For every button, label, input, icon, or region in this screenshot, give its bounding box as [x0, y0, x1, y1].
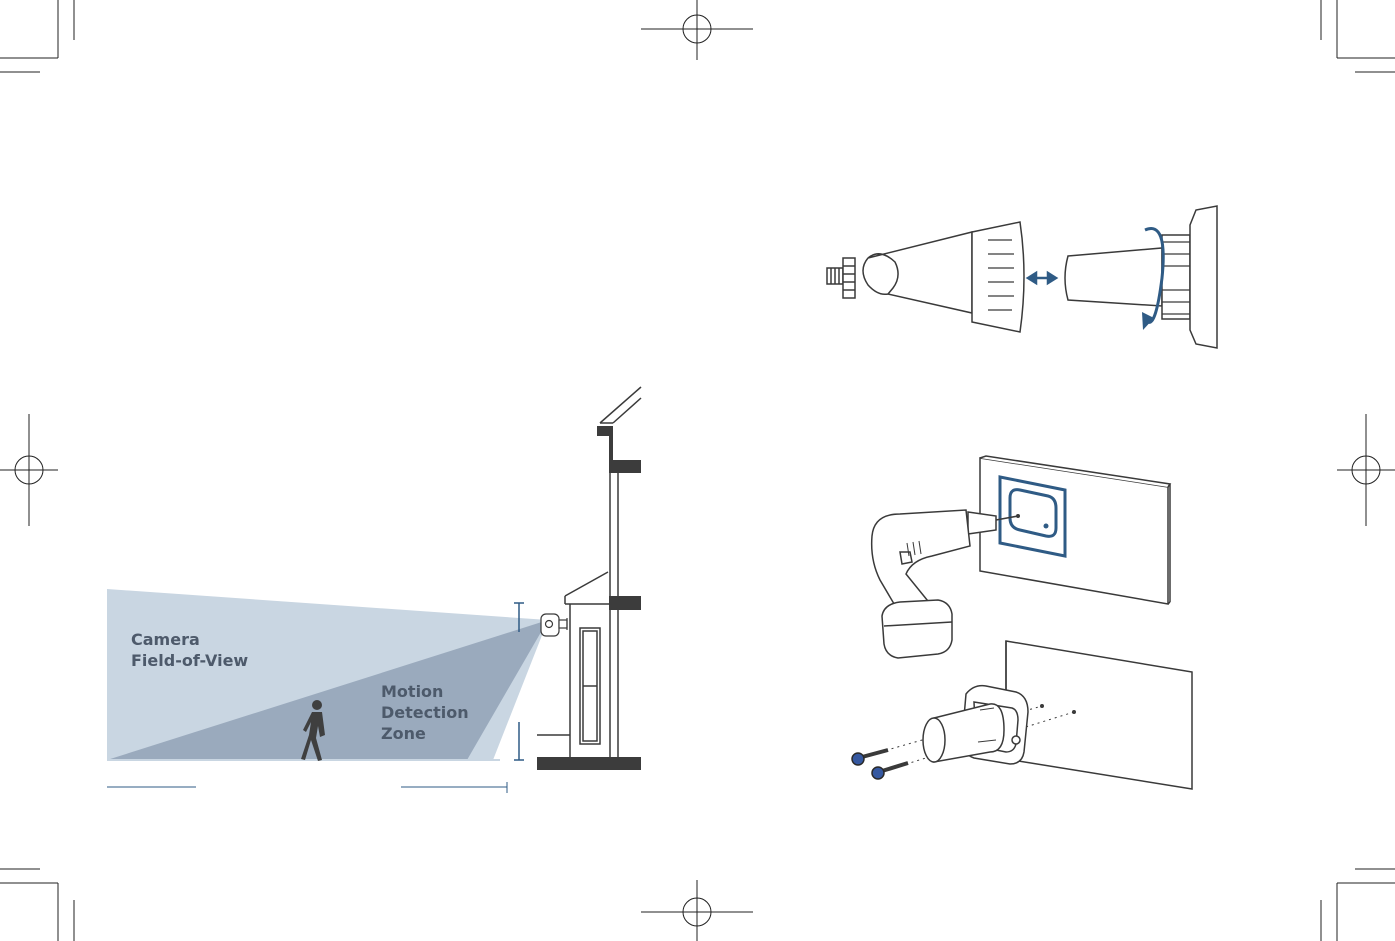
- house-illustration: [537, 387, 641, 770]
- bidirectional-arrow-icon: [1028, 273, 1056, 283]
- motion-zone-label-line1: Motion: [381, 681, 469, 702]
- crop-mark-icon: [1321, 0, 1395, 72]
- mount-arm: [868, 232, 972, 313]
- field-of-view-label-line1: Camera: [131, 629, 248, 650]
- wall-panel: [1006, 641, 1192, 789]
- wall-mount-base: [1065, 248, 1162, 306]
- drilling-diagram: [872, 456, 1170, 658]
- camera-coverage-diagram: [107, 387, 641, 793]
- motion-detection-zone-label: Motion Detection Zone: [381, 681, 469, 744]
- mount-installation-diagram: [852, 641, 1192, 789]
- registration-mark-icon: [641, 0, 753, 60]
- field-of-view-label-line2: Field-of-View: [131, 650, 248, 671]
- distance-indicator: [107, 782, 507, 793]
- registration-mark-icon: [0, 414, 58, 526]
- screw-icon: [852, 750, 888, 765]
- screw-stud: [827, 258, 855, 298]
- crop-mark-icon: [0, 869, 74, 941]
- crop-mark-icon: [1321, 869, 1395, 941]
- camera-icon: [541, 614, 567, 636]
- registration-mark-icon: [641, 880, 753, 941]
- mount-assembly-diagram: [827, 206, 1217, 348]
- crop-mark-icon: [0, 0, 74, 72]
- registration-mark-icon: [1337, 414, 1395, 526]
- motion-zone-label-line3: Zone: [381, 723, 469, 744]
- mount-collar: [972, 222, 1024, 332]
- motion-zone-label-line2: Detection: [381, 702, 469, 723]
- field-of-view-label: Camera Field-of-View: [131, 629, 248, 671]
- screw-icon: [872, 763, 908, 779]
